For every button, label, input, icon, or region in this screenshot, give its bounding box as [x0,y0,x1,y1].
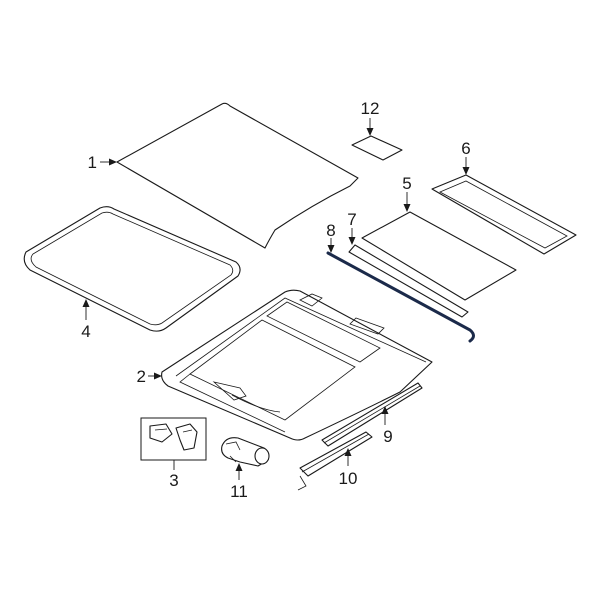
part-5-front-glass [361,211,517,301]
callout-9: 9 [383,427,392,446]
callout-8: 8 [326,221,335,240]
part-8-seal-highlighted [326,251,475,343]
callout-3: 3 [169,471,178,490]
callout-7: 7 [347,210,356,229]
callout-10: 10 [339,469,358,488]
part-12-pad [351,135,403,161]
part-1-roof-panel [116,102,359,249]
part-7-deflector [348,244,469,318]
part-9-rail [321,382,423,447]
callout-4: 4 [81,322,90,341]
leader-lines [82,118,470,480]
callout-11: 11 [230,482,248,501]
callout-labels: 1 2 3 4 5 6 7 8 9 10 11 12 [81,99,470,501]
part-10-drain-channel [297,431,373,491]
part-6-rear-glass [431,174,577,255]
part-4-glass-seal [23,206,241,332]
callout-6: 6 [461,139,470,158]
part-2-sunroof-frame [161,289,433,441]
part-11-motor [221,437,270,467]
callout-2: 2 [137,367,146,386]
callout-5: 5 [402,174,411,193]
part-3-bracket-kit [140,417,207,461]
callout-12: 12 [361,99,380,118]
callout-1: 1 [88,153,97,172]
